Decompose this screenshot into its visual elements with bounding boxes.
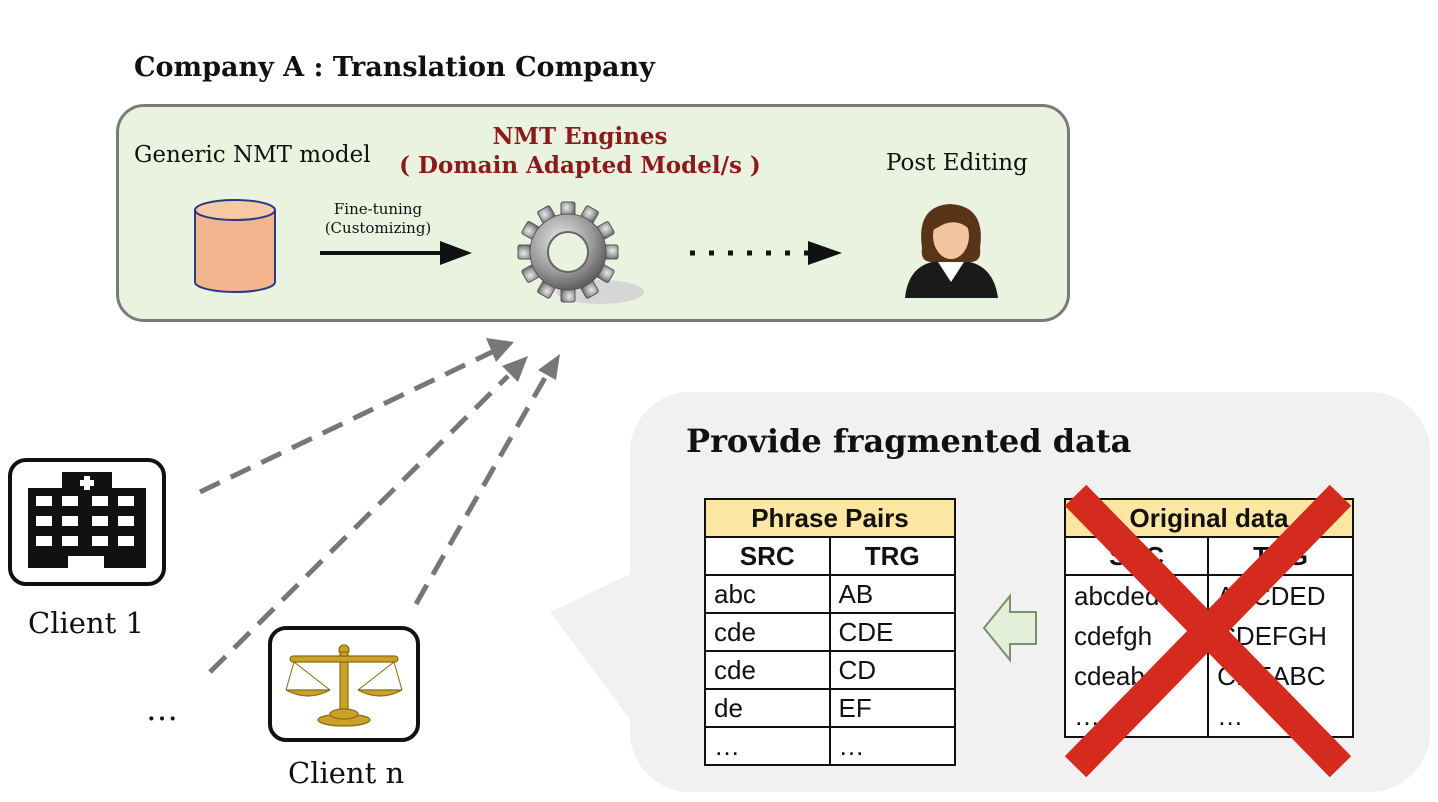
post-editing-label: Post Editing [886, 150, 1028, 176]
table-cell: … [704, 726, 831, 766]
database-icon [194, 199, 276, 293]
clientn-label: Client n [288, 756, 405, 790]
clients-ellipsis: … [146, 690, 181, 728]
gear-icon [517, 201, 644, 304]
scales-icon [268, 626, 420, 742]
finetune-label: Fine-tuning (Customizing) [318, 200, 438, 238]
company-title: Company A : Translation Company [134, 52, 655, 83]
table-cell: AB [828, 574, 956, 614]
table-row: … … [704, 726, 956, 766]
client-arrowheads [486, 338, 560, 382]
finetune-label-line2: (Customizing) [324, 219, 432, 237]
table-cell: CDE [828, 612, 956, 652]
finetune-label-line1: Fine-tuning [333, 200, 423, 218]
engines-title-line2: ( Domain Adapted Model/s ) [399, 152, 761, 179]
table-cell: … [828, 726, 956, 766]
cross-icon [1064, 484, 1352, 778]
table-row: cde CDE [704, 612, 956, 652]
dotted-arrow [690, 241, 842, 265]
table-cell: EF [828, 688, 956, 728]
hospital-icon [8, 458, 166, 586]
fragmented-title: Provide fragmented data [686, 422, 1132, 460]
table-cell: abc [704, 574, 831, 614]
phrase-trg-header: TRG [828, 536, 956, 576]
engines-title: NMT Engines ( Domain Adapted Model/s ) [380, 122, 780, 180]
phrase-pairs-table: Phrase Pairs SRC TRG abc AB cde CDE cde … [704, 498, 956, 766]
left-arrow-icon [982, 593, 1037, 663]
table-row: de EF [704, 688, 956, 728]
phrase-src-header: SRC [704, 536, 831, 576]
client1-label: Client 1 [28, 606, 144, 640]
table-cell: CD [828, 650, 956, 690]
engines-title-line1: NMT Engines [492, 123, 668, 150]
person-icon [905, 204, 998, 298]
table-cell: de [704, 688, 831, 728]
table-row: abc AB [704, 574, 956, 614]
client-arrows [198, 349, 549, 674]
table-cell: cde [704, 612, 831, 652]
phrase-pairs-header: Phrase Pairs [704, 498, 956, 538]
generic-model-label: Generic NMT model [134, 142, 371, 168]
table-row: cde CD [704, 650, 956, 690]
finetune-arrow [320, 241, 472, 265]
table-cell: cde [704, 650, 831, 690]
